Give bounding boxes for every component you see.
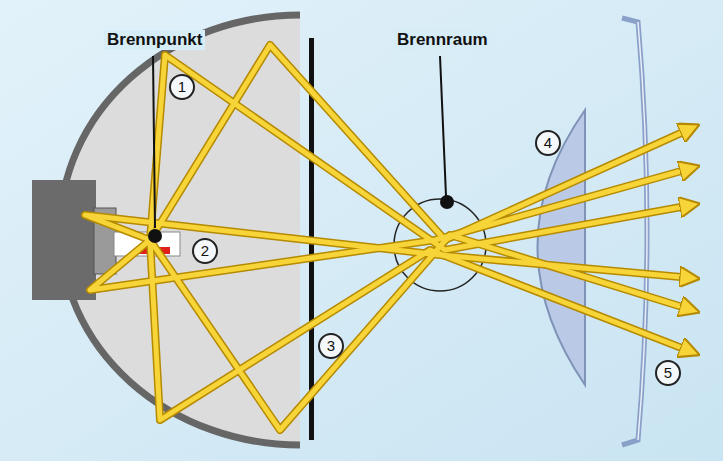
leader-line [153,56,155,228]
reflector-inside [60,15,300,445]
callout-number: 1 [169,74,195,100]
callout-number: 2 [192,238,218,264]
leader-line [440,56,446,196]
focal-space-dot [440,195,454,209]
cover-glass [622,18,647,445]
callout-number: 4 [535,130,561,156]
focal-point-dot [148,229,162,243]
lamp-socket [32,180,96,300]
part-label: Brennpunkt [104,30,205,50]
light-rays [85,45,692,430]
cover-glass-highlight [638,22,647,440]
callout-number: 3 [318,333,344,359]
part-label: Brennraum [394,30,491,50]
callout-number: 5 [655,360,681,386]
reflector [60,15,300,445]
